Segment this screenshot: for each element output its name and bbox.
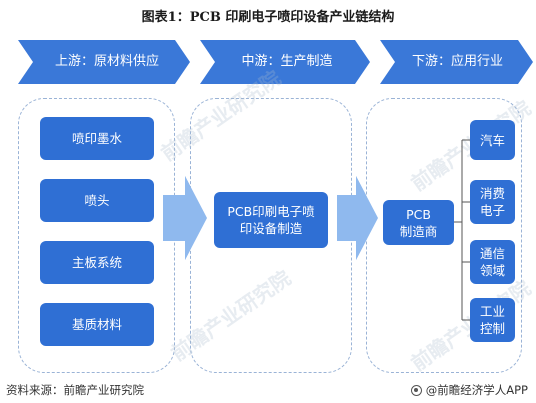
midstream-chevron (200, 40, 370, 84)
application-item: 通信领域 (470, 240, 515, 284)
upstream-item: 主板系统 (40, 241, 154, 284)
application-item: 工业控制 (470, 298, 515, 342)
brand-text: @前瞻经济学人APP (425, 383, 528, 397)
downstream-chevron (380, 40, 533, 84)
brand-logo-icon (410, 384, 422, 396)
source-note: 资料来源：前瞻产业研究院 (6, 383, 144, 397)
midstream-label: 中游：生产制造 (241, 54, 333, 69)
midstream-box: PCB印刷电子喷 印设备制造 (214, 192, 328, 248)
upstream-item: 喷印墨水 (40, 117, 154, 160)
upstream-chevron (18, 40, 190, 84)
chart-title: 图表1：PCB 印刷电子喷印设备产业链结构 (141, 10, 395, 25)
application-item: 消费电子 (470, 180, 515, 224)
downstream-label: 下游：应用行业 (411, 54, 503, 69)
upstream-item: 基质材料 (40, 303, 154, 346)
upstream-item: 喷头 (40, 179, 154, 222)
upstream-label: 上游：原材料供应 (54, 54, 159, 69)
pcb-manufacturer-box: PCB 制造商 (383, 200, 454, 245)
application-item: 汽车 (470, 120, 515, 160)
brand-credit: @前瞻经济学人APP (410, 382, 528, 398)
